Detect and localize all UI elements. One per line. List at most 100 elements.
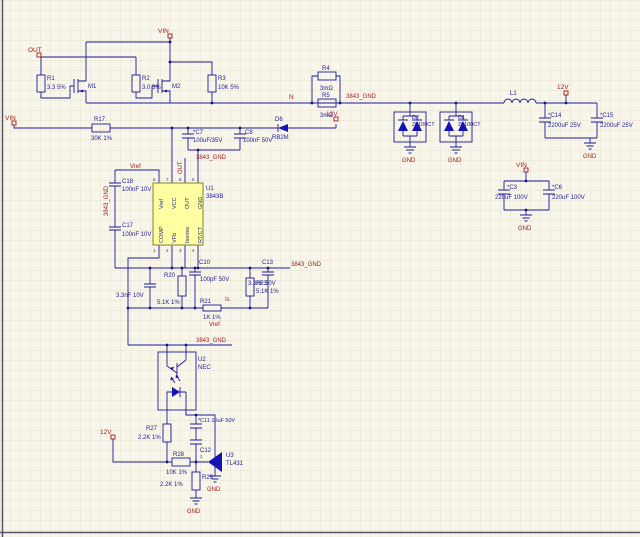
r20-ref: R20 [164, 273, 176, 279]
net-label-vref-divider: Vref [209, 322, 220, 328]
r29-ref: R29 [202, 475, 214, 481]
gnd-label-c15: GND [583, 154, 597, 160]
d2-value: 20100CT [412, 122, 435, 128]
resistor-r1: R1 3.3 5% [36, 74, 66, 93]
c14-ref: *C14 [548, 113, 562, 119]
power-port-out: OUT [28, 47, 42, 54]
c10-ref: C10 [199, 260, 211, 266]
c7-value: 100uF/35V [193, 138, 222, 144]
r1-value: 3.3 5% [47, 85, 66, 91]
u2-ref: U2 [198, 357, 206, 363]
net-label-n: N [289, 94, 294, 101]
net-label-is: Is [225, 297, 230, 303]
ic-pin-isense: Isense [185, 227, 191, 243]
power-port-vin-mid: VIN [5, 115, 16, 122]
resistor-r29: R29 2.2K 1% GND [160, 462, 214, 515]
inductor-l1: L1 [503, 91, 537, 104]
capacitor-c14: *C14 2200uF 25V [539, 103, 581, 138]
r20-value: 5.1K 1% [157, 300, 180, 306]
resistor-r17: R17 30K 1% [91, 117, 113, 142]
ic-pin-vfb: VFb [172, 233, 178, 243]
u2-value: NEC [198, 365, 211, 371]
ic-body [152, 182, 204, 246]
resistor-r28: R28 10K 1% [166, 452, 191, 476]
c3-value: 220uF 100V [495, 195, 528, 201]
r27-ref: R27 [146, 426, 158, 432]
net-label-3843-gnd-bus: 3843_GND [346, 94, 377, 100]
capacitor-c13: C13 3.3nF 50V [248, 260, 276, 308]
d6-value: RB2M [272, 135, 289, 141]
r2-value: 3.0 5% [142, 85, 161, 91]
r28-value: 10K 1% [166, 470, 188, 476]
ic-pin-vref: Vref [159, 199, 165, 209]
gnd-label-d1: GND [448, 158, 462, 164]
c17-ref: C17 [122, 223, 134, 229]
pin-number-7: 7 [166, 177, 169, 182]
u1-part: 3843B [206, 194, 223, 200]
c6-ref: *C6 [552, 185, 563, 191]
ground-symbol-c15: GND [583, 138, 597, 160]
r29-value: 2.2K 1% [160, 482, 183, 488]
d1-value: 20100CT [458, 122, 481, 128]
u3-pin1: 1 [200, 454, 203, 459]
power-port-12v-out: 12V [557, 84, 569, 91]
out-port-icon [36, 52, 42, 58]
r23-ref: R23 [256, 281, 268, 287]
ic-pin-gnd: GND [198, 197, 204, 209]
shunt-regulator-u3-tl431: 1 U3 TL431 GND [200, 449, 244, 493]
r5-ref: R5 [322, 93, 330, 99]
c14-value: 2200uF 25V [548, 123, 581, 129]
r21-ref: R21 [200, 299, 212, 305]
d2-ref: D2 [412, 115, 419, 121]
c15-value: 2200uF 25V [600, 123, 633, 129]
c3-ref: *C3 [507, 185, 518, 191]
capacitor-c18: C18 100nF 10V [109, 170, 151, 227]
r17-ref: R17 [94, 117, 106, 123]
r1-ref: R1 [47, 76, 55, 82]
r17-value: 30K 1% [91, 136, 113, 142]
c19-value: 3.3nF 10V [116, 293, 144, 299]
pin-number-3: 3 [179, 248, 182, 253]
gnd-label-tl431: GND [207, 487, 221, 493]
ic-pin-vcc: VCC [172, 197, 178, 209]
m2-ref: M2 [172, 84, 181, 90]
c10-value: 100pF 50V [200, 277, 229, 283]
ic-pin-comp: COMP [159, 226, 165, 243]
top-mosfet-section: VIN OUT R1 3.3 5% M1 R2 3.0 5% M2 [28, 28, 240, 103]
gnd-label-c3c6: GND [518, 226, 532, 232]
rectifier-section: N R4 3mΩ R5 3mΩ 3843_GND D2 20100CT GND … [86, 66, 633, 164]
resistor-r21: R21 1K 1% [200, 299, 222, 321]
pin-number-2: 2 [166, 248, 169, 253]
power-port-vin-caps: VIN [516, 162, 527, 169]
r28-ref: R28 [173, 452, 185, 458]
resistor-r4: R4 3mΩ [317, 66, 337, 92]
d1-ref: D1 [458, 115, 465, 121]
c18-ref: C18 [122, 179, 134, 185]
pin-number-8: 8 [153, 177, 156, 182]
ic-pin-out: OUT [185, 197, 191, 209]
d6-ref: D6 [275, 117, 283, 123]
net-label-3843-gnd-opto: 3843_GND [196, 338, 227, 344]
resistor-r27: R27 2.2K 1% [138, 423, 172, 443]
u3-ref: U3 [226, 453, 234, 459]
c12-ref: C12 [200, 448, 212, 454]
c15-ref: *C15 [600, 113, 614, 119]
mosfet-m1: M1 [73, 42, 97, 103]
ic-u1-pwm-controller: 8 7 6 5 1 2 3 4 Vref VCC OUT GND COMP VF… [104, 128, 223, 345]
net-label-vref-c18: Vref [130, 164, 141, 170]
r5-value: 3mΩ [320, 113, 333, 119]
u1-ref: U1 [206, 186, 214, 192]
pin-number-6: 6 [179, 177, 182, 182]
optocoupler-u2: U2 NEC [157, 345, 211, 411]
power-port-vin: VIN [158, 28, 169, 35]
capacitor-c17: C17 100nF 10V [109, 223, 151, 268]
c8-value: 100nF 50V [243, 138, 272, 144]
capacitor-c11: *C11 10uF 50V [190, 415, 236, 440]
capacitor-c7: *C7 100uF/35V [182, 128, 222, 150]
net-label-3843-gnd-c7c8: 3843_GND [196, 155, 227, 161]
r4-ref: R4 [322, 66, 330, 72]
